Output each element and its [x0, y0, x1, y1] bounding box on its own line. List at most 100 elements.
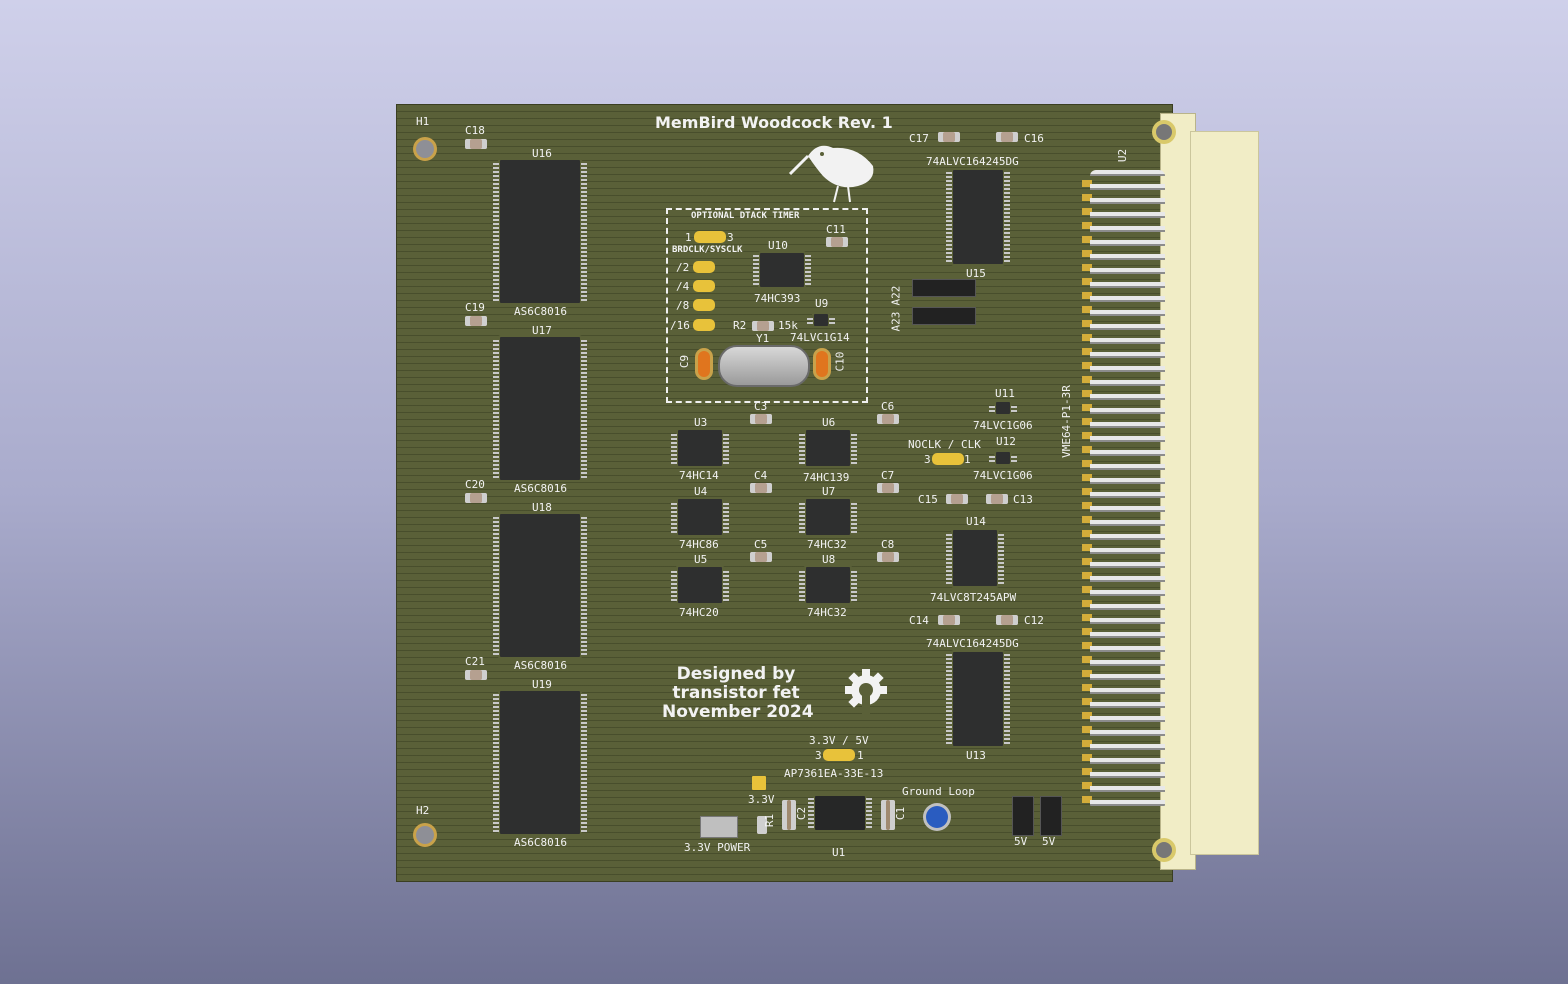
cap-c1 — [881, 800, 895, 830]
credit-line3: November 2024 — [662, 702, 814, 722]
chip-u4 — [671, 499, 729, 535]
label-5v-b: 5V — [1042, 835, 1056, 848]
ref-c17: C17 — [909, 132, 929, 145]
ground-loop-label: Ground Loop — [902, 785, 975, 798]
ref-u19: U19 — [532, 678, 552, 691]
cap-c10 — [816, 351, 828, 377]
chip-u13 — [946, 652, 1010, 746]
cap-c14 — [938, 615, 960, 625]
div16-label: /16 — [670, 319, 690, 332]
part-u1: AP7361EA-33E-13 — [784, 767, 884, 780]
header-5v-a — [1012, 796, 1034, 836]
ref-u18: U18 — [532, 501, 552, 514]
chip-u8 — [799, 567, 857, 603]
ref-c15: C15 — [918, 493, 938, 506]
ref-r1: R1 — [763, 813, 777, 828]
led-3v3-power — [700, 816, 738, 838]
chip-u10 — [753, 253, 811, 287]
ref-c5: C5 — [754, 538, 768, 551]
part-u5: 74HC20 — [679, 606, 719, 619]
ref-c13: C13 — [1013, 493, 1033, 506]
cap-c21 — [465, 670, 487, 680]
cap-c17 — [938, 132, 960, 142]
ref-h2: H2 — [416, 804, 430, 817]
ref-c7: C7 — [881, 469, 895, 482]
connector-pins — [1090, 170, 1165, 810]
power-label: 3.3V POWER — [684, 841, 751, 854]
bird-logo-icon — [788, 145, 874, 203]
ref-u4: U4 — [694, 485, 708, 498]
div4-label: /4 — [676, 280, 690, 293]
part-u7: 74HC32 — [807, 538, 847, 551]
part-u3: 74HC14 — [679, 469, 719, 482]
connector-mount-hole-bottom — [1156, 842, 1172, 858]
part-u12: 74LVC1G06 — [973, 469, 1033, 482]
jumper-dtack — [694, 231, 726, 243]
testpoint-3v3 — [752, 776, 766, 790]
ref-c12: C12 — [1024, 614, 1044, 627]
chip-u12 — [989, 452, 1017, 464]
ref-u10: U10 — [768, 239, 788, 252]
ref-r2: R2 — [733, 319, 747, 332]
ref-c2: C2 — [795, 806, 809, 821]
chip-u6 — [799, 430, 857, 466]
ref-c6: C6 — [881, 400, 895, 413]
ref-c8: C8 — [881, 538, 895, 551]
chip-u11 — [989, 402, 1017, 414]
cap-c3 — [750, 414, 772, 424]
cap-c7 — [877, 483, 899, 493]
ref-u3: U3 — [694, 416, 708, 429]
jumper-vsel — [823, 749, 855, 761]
chip-u5 — [671, 567, 729, 603]
ref-y1: Y1 — [756, 332, 770, 345]
ref-c4: C4 — [754, 469, 768, 482]
ref-u14: U14 — [966, 515, 986, 528]
noclk-label: NOCLK / CLK — [908, 438, 981, 451]
ref-u1: U1 — [832, 846, 846, 859]
cap-c15 — [946, 494, 968, 504]
part-u18: AS6C8016 — [514, 659, 567, 672]
cap-c9 — [698, 351, 710, 377]
board-title: MemBird Woodcock Rev. 1 — [655, 113, 893, 132]
open-hardware-gear-icon — [845, 669, 887, 714]
ref-c14: C14 — [909, 614, 929, 627]
chip-u3 — [671, 430, 729, 466]
connector-mount-hole-top — [1156, 124, 1172, 140]
ref-u7: U7 — [822, 485, 836, 498]
cap-c6 — [877, 414, 899, 424]
ref-c20: C20 — [465, 478, 485, 491]
cap-c16 — [996, 132, 1018, 142]
part-u16: AS6C8016 — [514, 305, 567, 318]
chip-u16 — [493, 160, 587, 303]
chip-u9 — [807, 314, 835, 326]
chip-u1 — [808, 796, 872, 830]
ref-u16: U16 — [532, 147, 552, 160]
div2-label: /2 — [676, 261, 690, 274]
chip-u18 — [493, 514, 587, 657]
credit-block: Designed by transistor fet November 2024 — [662, 665, 814, 722]
ref-c21: C21 — [465, 655, 485, 668]
ref-u9: U9 — [815, 297, 829, 310]
jumper-a23 — [912, 307, 976, 325]
vsel-label: 3.3V / 5V — [809, 734, 869, 747]
part-u13: 74ALVC164245DG — [926, 637, 1019, 650]
ref-u5: U5 — [694, 553, 708, 566]
part-u17: AS6C8016 — [514, 482, 567, 495]
part-u8: 74HC32 — [807, 606, 847, 619]
chip-u14 — [946, 530, 1004, 586]
crystal-y1 — [718, 345, 810, 387]
label-a23: A23 — [889, 311, 903, 332]
chip-u7 — [799, 499, 857, 535]
ref-c19: C19 — [465, 301, 485, 314]
cap-c2 — [782, 800, 796, 830]
dtack-timer-box — [666, 208, 868, 403]
ref-u15: U15 — [966, 267, 986, 280]
noclk-pin3: 3 — [924, 453, 931, 466]
ref-c10: C10 — [833, 351, 847, 372]
mount-hole-h1 — [416, 140, 434, 158]
brdclk-label: BRDCLK/SYSCLK — [672, 245, 743, 255]
label-a22: A22 — [889, 285, 903, 306]
ref-c16: C16 — [1024, 132, 1044, 145]
part-u4: 74HC86 — [679, 538, 719, 551]
ref-u13: U13 — [966, 749, 986, 762]
